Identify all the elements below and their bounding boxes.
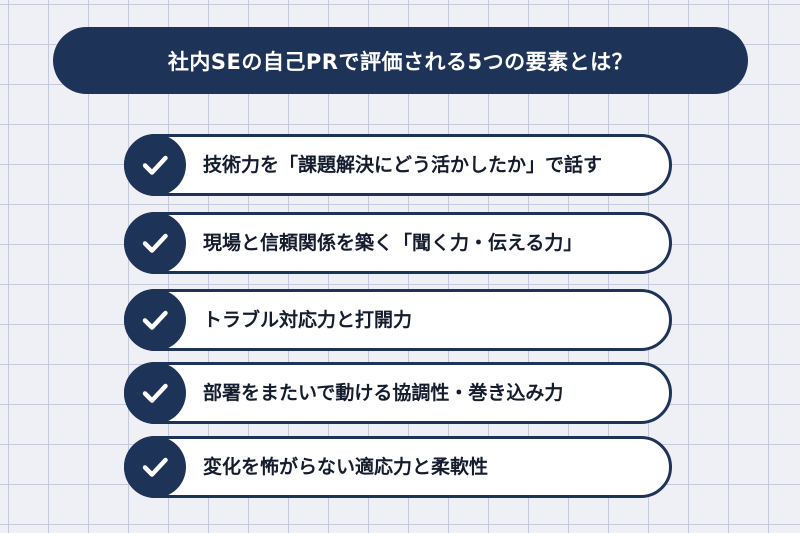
list-item-1: 技術力を「課題解決にどう活かしたか」で話す (124, 134, 672, 196)
list-item-label: 現場と信頼関係を築く「聞く力・伝える力」 (203, 232, 583, 254)
check-icon (124, 289, 186, 351)
list-item-label: 変化を怖がらない適応力と柔軟性 (203, 456, 489, 478)
list-item-label: 部署をまたいで動ける協調性・巻き込み力 (203, 382, 564, 404)
list-item-5: 変化を怖がらない適応力と柔軟性 (124, 436, 672, 498)
check-icon (124, 436, 186, 498)
check-icon (124, 362, 186, 424)
list-item-label: 技術力を「課題解決にどう活かしたか」で話す (203, 154, 603, 176)
list-item-3: トラブル対応力と打開力 (124, 289, 672, 351)
list-item-label: トラブル対応力と打開力 (203, 309, 413, 331)
page-title: 社内SEの自己PRで評価される5つの要素とは？ (167, 49, 634, 74)
list-item-2: 現場と信頼関係を築く「聞く力・伝える力」 (124, 212, 672, 274)
check-icon (124, 134, 186, 196)
list-item-4: 部署をまたいで動ける協調性・巻き込み力 (124, 362, 672, 424)
check-icon (124, 212, 186, 274)
title-banner: 社内SEの自己PRで評価される5つの要素とは？ (53, 27, 748, 94)
